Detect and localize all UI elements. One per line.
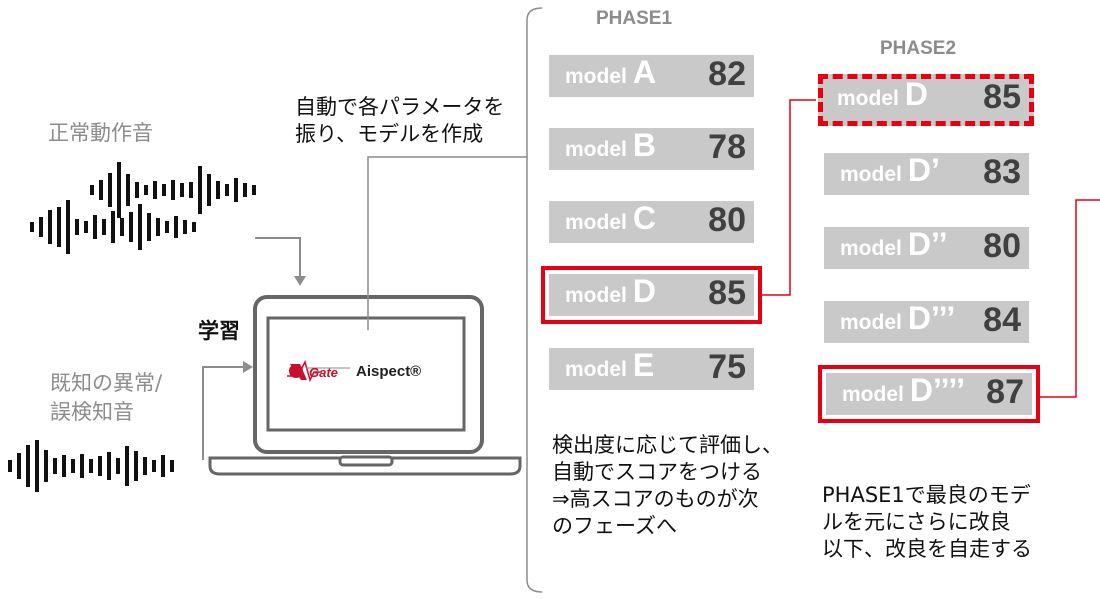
phase1-bracket	[526, 7, 543, 593]
waveform-normal-top	[90, 162, 256, 218]
annotation-auto-line1: 自動で各パラメータを	[295, 95, 505, 119]
model-word: model	[565, 65, 627, 88]
model-word: model	[840, 311, 902, 334]
model-score: 87	[986, 373, 1024, 411]
model-score: 80	[708, 201, 746, 239]
model-letter: D’’	[907, 226, 948, 262]
model-score: 83	[983, 153, 1021, 191]
model-word: model	[837, 87, 899, 110]
laptop-icon	[208, 295, 522, 476]
connector-phase1-to-phase2	[758, 99, 816, 296]
model-word: model	[840, 237, 902, 260]
arrow-normal-to-laptop	[255, 237, 301, 280]
model-letter: D	[632, 273, 656, 309]
model-score: 85	[983, 78, 1021, 116]
phase1-note-line3: ⇒高スコアのものが次	[552, 487, 759, 511]
phase2-note-line3: 以下、改良を自走する	[822, 537, 1032, 561]
annotation-leader-line	[367, 156, 527, 330]
vgate-logo-mark	[287, 359, 350, 383]
model-word: model	[565, 138, 627, 161]
model-score: 84	[983, 301, 1021, 339]
learning-label: 学習	[198, 319, 240, 343]
phase1-note-line2: 自動でスコアをつける	[552, 460, 762, 484]
waveform-normal-bottom	[30, 200, 196, 254]
model-word: model	[565, 284, 627, 307]
normal-sound-label: 正常動作音	[48, 121, 153, 145]
logo-product-text: Aispect®	[356, 363, 422, 380]
model-letter: D’	[907, 152, 940, 188]
annotation-auto-line2: 振り、モデルを作成	[295, 122, 484, 146]
abnormal-sound-label-line2: 誤検知音	[50, 400, 134, 424]
model-letter: D’’’’	[909, 372, 965, 408]
waveform-abnormal	[8, 440, 174, 492]
arrow-abnormal-to-laptop	[202, 366, 246, 460]
phase1-title: PHASE1	[596, 8, 673, 29]
phase2-title: PHASE2	[880, 38, 957, 59]
model-letter: A	[632, 54, 656, 90]
model-word: model	[565, 358, 627, 381]
model-word: model	[565, 211, 627, 234]
logo-gate-text: Gate	[309, 365, 338, 380]
model-score: 85	[708, 274, 746, 312]
arrow-head-down	[294, 276, 306, 286]
connector-phase2-continue	[1040, 199, 1100, 398]
model-score: 82	[708, 55, 746, 93]
model-word: model	[840, 163, 902, 186]
phase2-note-line1: PHASE1で最良のモデ	[822, 483, 1031, 507]
model-letter: D’’’	[907, 300, 956, 336]
abnormal-sound-label-line1: 既知の異常/	[50, 371, 163, 395]
model-score: 78	[708, 128, 746, 166]
phase2-note-line2: ルを元にさらに改良	[822, 510, 1011, 534]
model-letter: E	[632, 347, 655, 383]
model-letter: B	[632, 127, 656, 163]
model-score: 75	[708, 348, 746, 386]
arrow-head-right	[243, 361, 253, 373]
phase1-note-line1: 検出度に応じて評価し、	[552, 433, 783, 457]
model-letter: D	[904, 76, 928, 112]
phase1-note-line4: のフェーズへ	[552, 514, 677, 538]
model-word: model	[842, 383, 904, 406]
model-letter: C	[632, 200, 656, 236]
model-score: 80	[983, 227, 1021, 265]
